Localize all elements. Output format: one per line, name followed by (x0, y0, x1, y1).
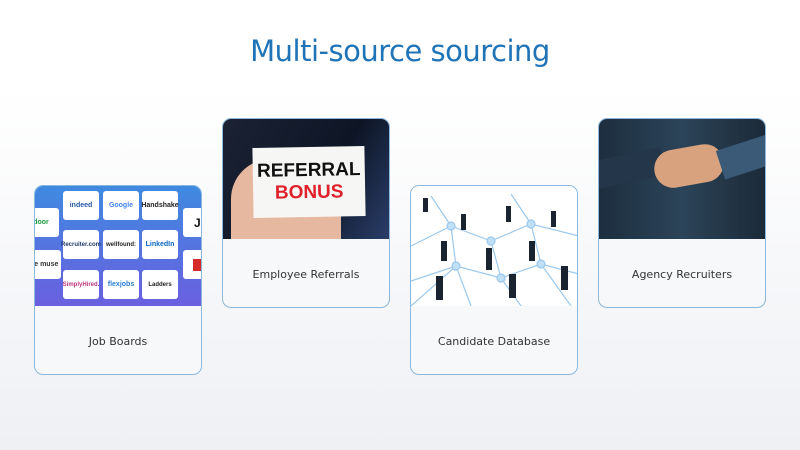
logo-glassdoor: door (35, 208, 59, 237)
referral-bonus-image: REFERRAL BONUS (223, 119, 389, 239)
referral-text: REFERRAL (256, 159, 361, 182)
logo-recruiter: Recruiter.com (61, 230, 101, 259)
sleeve-right (715, 132, 765, 180)
logo-jobs: Jo (183, 208, 201, 237)
handshake-image (599, 119, 765, 239)
referral-card: REFERRAL BONUS (252, 146, 366, 218)
network-people-image (411, 186, 577, 306)
card-label: Agency Recruiters (631, 267, 733, 281)
network-illustration (411, 193, 577, 306)
logo-handshake: Handshake (141, 191, 179, 220)
card-candidate-database[interactable]: Candidate Database (410, 185, 578, 375)
logo-partial (183, 250, 201, 279)
logo-flexjobs: flexjobs (103, 270, 139, 299)
logo-ladders: Ladders (142, 270, 178, 299)
handshake-hands (651, 141, 727, 191)
card-employee-referrals[interactable]: REFERRAL BONUS Employee Referrals (222, 118, 390, 308)
page-title: Multi-source sourcing (250, 34, 550, 68)
logo-simplyhired: SimplyHired. (63, 270, 99, 299)
logo-indeed: indeed (63, 191, 99, 220)
card-job-boards[interactable]: door the muse indeed Google Handshake Re… (34, 185, 202, 375)
logo-themuse: the muse (35, 250, 61, 279)
card-agency-recruiters[interactable]: Agency Recruiters (598, 118, 766, 308)
logo-wellfound: wellfound: (103, 230, 139, 259)
card-label: Employee Referrals (252, 267, 360, 281)
card-label: Candidate Database (437, 334, 551, 348)
card-label: Job Boards (88, 334, 148, 348)
logo-linkedin: LinkedIn (142, 230, 178, 259)
bonus-text: BONUS (274, 181, 344, 204)
job-boards-image: door the muse indeed Google Handshake Re… (35, 186, 201, 306)
logo-google: Google (103, 191, 139, 220)
